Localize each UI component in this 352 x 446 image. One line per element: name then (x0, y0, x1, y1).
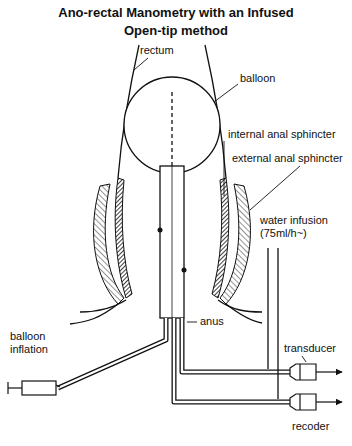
catheter-lumen (172, 166, 173, 318)
infusion-line (277, 248, 278, 399)
skin-line (80, 300, 126, 312)
pressure-tube (182, 318, 290, 372)
part-label: recoder (292, 420, 329, 433)
leader-line (302, 356, 306, 362)
part-label: external anal sphincter (232, 152, 343, 165)
leader-line (134, 58, 148, 70)
internal-sphincter (115, 178, 132, 298)
syringe (8, 381, 60, 395)
part-label: transducer (284, 342, 336, 355)
leader-line (214, 84, 238, 102)
pressure-tube (174, 318, 290, 402)
part-label: internal anal sphincter (228, 128, 336, 141)
internal-sphincter (212, 178, 229, 298)
part-label: water infusion (75ml/h~) (260, 214, 348, 240)
part-label: rectum (140, 44, 174, 57)
part-label: anus (200, 315, 224, 328)
transducer-symbol (290, 364, 316, 380)
skin-line (218, 300, 262, 312)
catheter (160, 166, 184, 318)
signal-arrow (316, 401, 342, 402)
signal-arrow (316, 371, 342, 372)
transducer-symbol (290, 394, 316, 410)
side-hole (158, 228, 163, 233)
leader-line (187, 322, 197, 323)
external-sphincter (220, 184, 250, 304)
inflation-tube (58, 318, 166, 388)
skin-line (226, 304, 262, 323)
leader-line (250, 166, 300, 210)
balloon-shape (124, 77, 220, 173)
skin-line (70, 304, 118, 324)
diagram-title: Ano-rectal Manometry with an Infused Ope… (48, 4, 304, 39)
catheter-in-balloon (171, 92, 172, 166)
part-label: balloon inflation (10, 330, 70, 356)
infusion-line (267, 248, 268, 369)
part-label: balloon (240, 72, 275, 85)
side-hole (182, 268, 187, 273)
external-sphincter (94, 184, 124, 304)
leader-line (224, 141, 225, 196)
